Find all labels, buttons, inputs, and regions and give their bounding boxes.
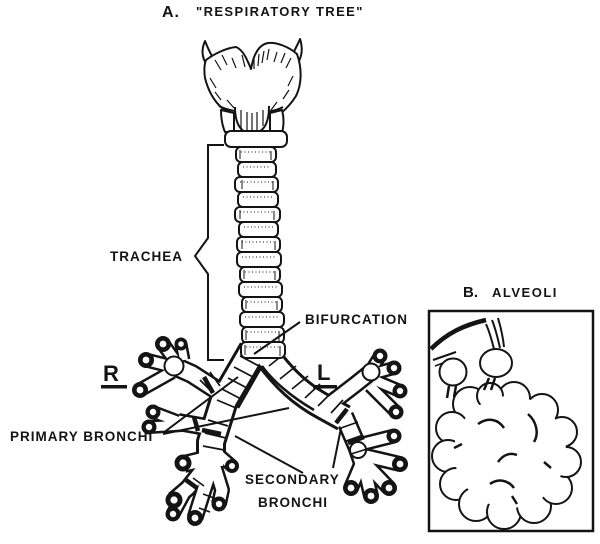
alveolar-duct bbox=[485, 317, 505, 350]
secondary-bronchi-leader-line-2 bbox=[332, 427, 342, 469]
figure-a-title: "RESPIRATORY TREE" bbox=[196, 4, 364, 19]
bronchi-cut-ends bbox=[132, 336, 408, 526]
cricoid-ring bbox=[224, 130, 288, 148]
trachea-drawing bbox=[234, 146, 286, 359]
left-marker-underline bbox=[313, 385, 337, 389]
primary-bronchi-leader-line-2 bbox=[162, 407, 290, 435]
bifurcation-label: BIFURCATION bbox=[305, 312, 408, 327]
secondary-bronchi-label-line1: SECONDARY bbox=[245, 472, 340, 487]
figure-a-prefix: A. bbox=[162, 4, 180, 21]
annotation-lines bbox=[162, 144, 342, 474]
inset-b-prefix: B. bbox=[463, 284, 478, 301]
right-marker-underline bbox=[101, 385, 127, 389]
left-marker: L bbox=[317, 360, 330, 385]
larynx-drawing bbox=[201, 38, 303, 148]
trachea-label: TRACHEA bbox=[110, 249, 183, 264]
inset-b-title: ALVEOLI bbox=[492, 285, 558, 300]
secondary-bronchi-label-line2: BRONCHI bbox=[258, 495, 328, 510]
secondary-bronchi-leader-line-1 bbox=[234, 435, 304, 474]
inset-box bbox=[427, 309, 595, 533]
primary-bronchi-leader-line-1 bbox=[162, 376, 239, 434]
alveoli-drawing bbox=[429, 317, 582, 530]
right-marker: R bbox=[103, 361, 119, 386]
bifurcation-leader-line bbox=[253, 321, 301, 355]
bronchi-drawing bbox=[132, 336, 408, 526]
bronchiole-band bbox=[429, 317, 487, 351]
trachea-bracket bbox=[193, 144, 224, 361]
primary-bronchi-label: PRIMARY BRONCHI bbox=[10, 429, 153, 444]
